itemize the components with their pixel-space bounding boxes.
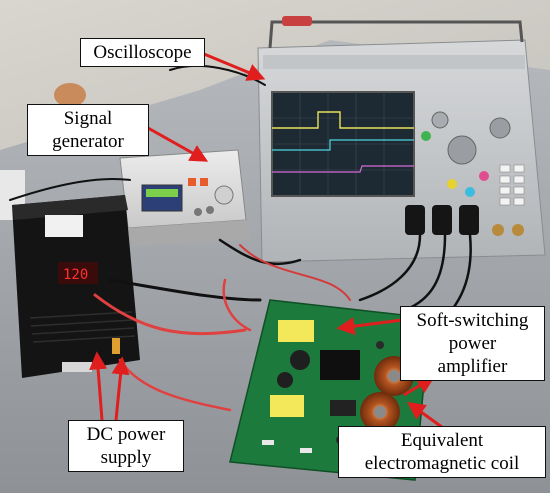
label-signal-generator-line-2: generator — [52, 131, 124, 152]
label-coil-line-2: electromagnetic coil — [364, 453, 520, 474]
label-dc-power-line-1: DC power — [86, 424, 166, 445]
label-amplifier-line-2: power — [448, 333, 497, 354]
svg-text:120: 120 — [63, 267, 88, 283]
label-dc-power-supply: DC power supply — [68, 420, 184, 472]
dc-power-supply-device: 120 — [12, 195, 140, 378]
label-signal-generator-line-1: Signal — [63, 108, 113, 129]
label-soft-switching-amplifier: Soft-switching power amplifier — [400, 306, 545, 381]
label-signal-generator: Signal generator — [27, 104, 149, 156]
label-oscilloscope-text: Oscilloscope — [93, 42, 192, 63]
label-amplifier-line-3: amplifier — [437, 356, 508, 377]
label-electromagnetic-coil: Equivalent electromagnetic coil — [338, 426, 546, 478]
label-coil-line-1: Equivalent — [400, 430, 484, 451]
label-oscilloscope: Oscilloscope — [80, 38, 205, 67]
signal-generator-device — [119, 149, 250, 246]
oscilloscope-device — [257, 16, 546, 263]
label-amplifier-line-1: Soft-switching — [416, 310, 529, 331]
label-dc-power-line-2: supply — [100, 447, 152, 468]
